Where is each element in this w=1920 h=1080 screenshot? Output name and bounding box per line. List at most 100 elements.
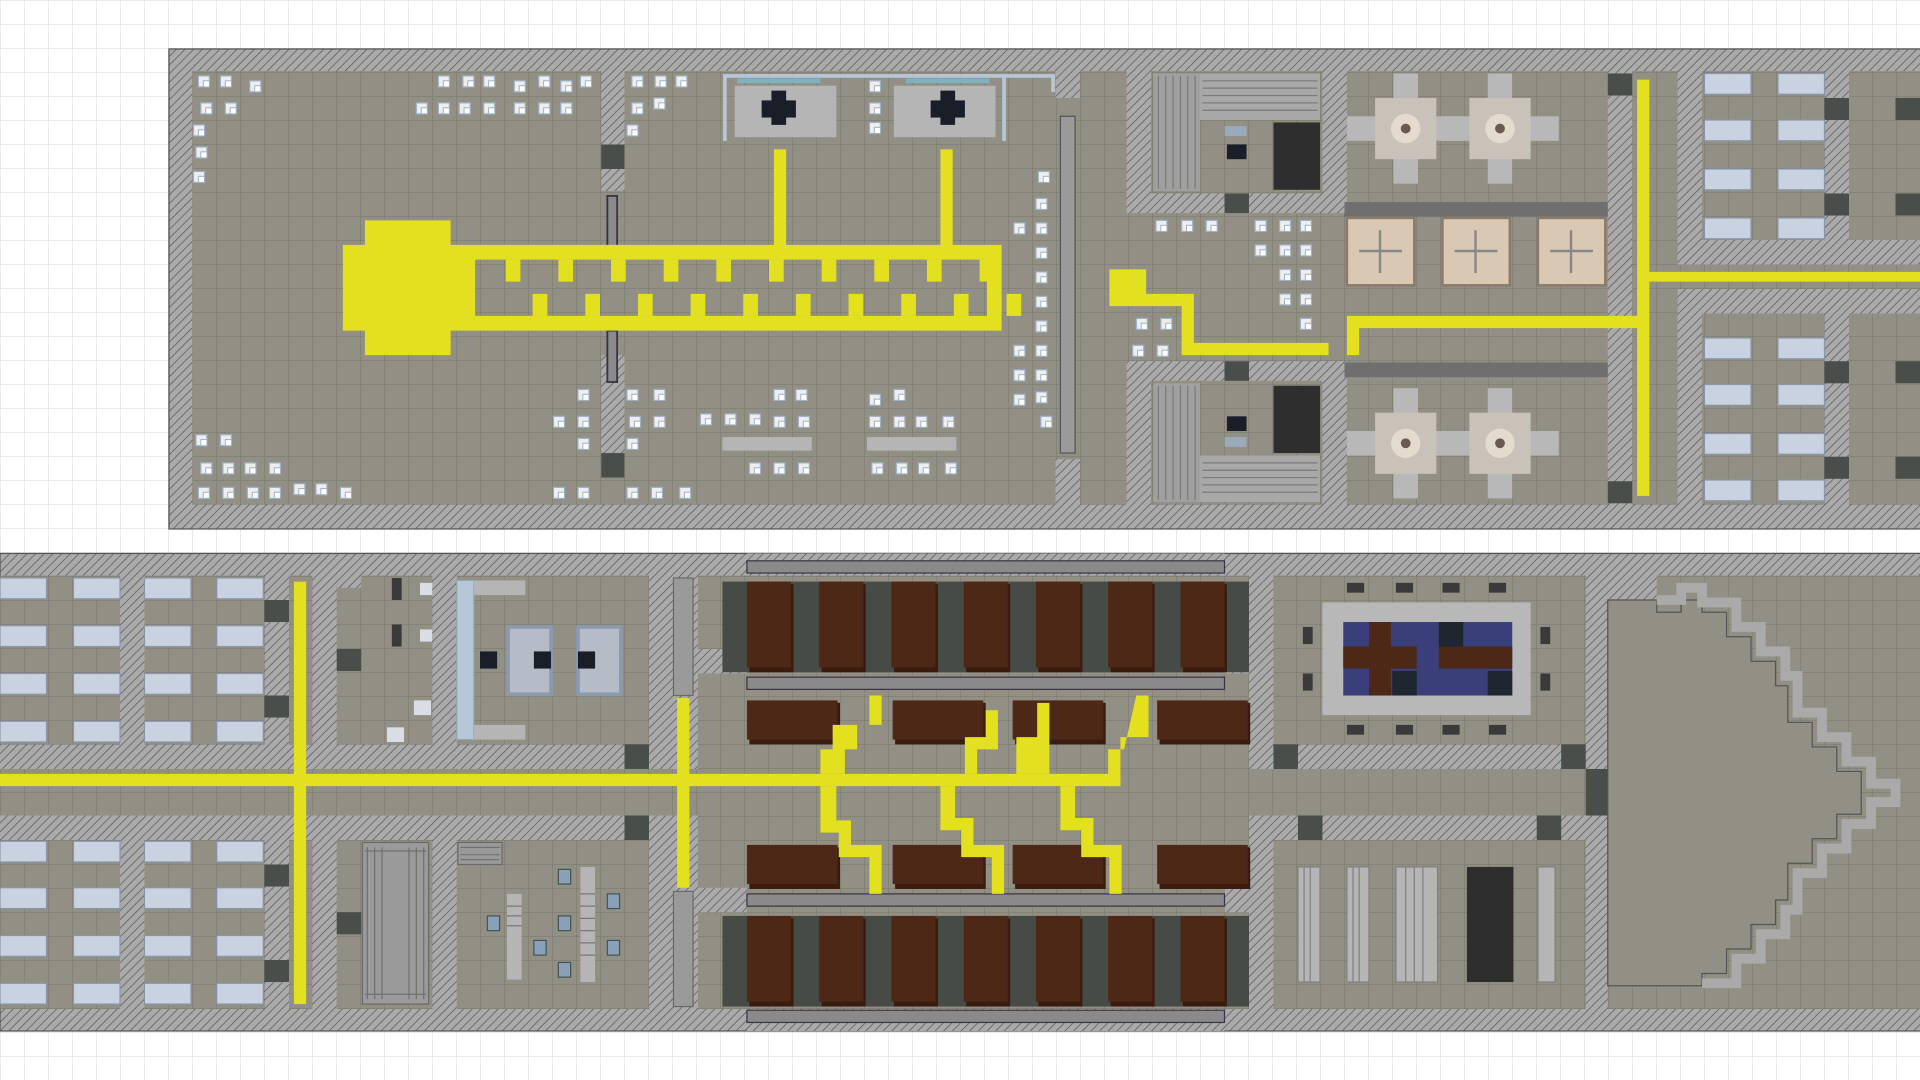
bed-icon[interactable] xyxy=(1703,432,1752,455)
crate-icon[interactable] xyxy=(579,75,593,88)
crate-icon[interactable] xyxy=(1181,219,1194,233)
door-icon[interactable] xyxy=(624,744,649,769)
bed-icon[interactable] xyxy=(216,982,264,1005)
crate-icon[interactable] xyxy=(268,486,282,499)
turret-icon[interactable] xyxy=(930,90,965,125)
crate-icon[interactable] xyxy=(1299,293,1313,306)
crate-icon[interactable] xyxy=(819,915,864,1002)
door-icon[interactable] xyxy=(1273,744,1298,769)
bed-icon[interactable] xyxy=(72,577,121,600)
crate-icon[interactable] xyxy=(246,486,259,499)
crate-icon[interactable] xyxy=(244,462,257,475)
crate-icon[interactable] xyxy=(1013,344,1026,357)
crate-icon[interactable] xyxy=(339,486,353,499)
crate-icon[interactable] xyxy=(650,486,664,499)
bed-icon[interactable] xyxy=(1777,432,1826,455)
crate-icon[interactable] xyxy=(1155,219,1168,233)
crate-icon[interactable] xyxy=(538,102,551,115)
door-icon[interactable] xyxy=(1824,361,1849,384)
bed-icon[interactable] xyxy=(216,625,264,648)
crate-icon[interactable] xyxy=(773,415,786,428)
bed-icon[interactable] xyxy=(0,840,48,863)
bed-icon[interactable] xyxy=(0,577,48,600)
crate-icon[interactable] xyxy=(1278,268,1292,282)
bed-icon[interactable] xyxy=(1777,119,1826,142)
chair-icon[interactable] xyxy=(486,915,501,932)
crate-icon[interactable] xyxy=(868,121,882,135)
crate-icon[interactable] xyxy=(654,75,667,88)
bed-icon[interactable] xyxy=(143,840,192,863)
console-icon[interactable] xyxy=(1466,866,1514,983)
bed-icon[interactable] xyxy=(216,887,264,910)
crate-icon[interactable] xyxy=(868,80,882,93)
bed-icon[interactable] xyxy=(216,934,264,957)
console-icon[interactable] xyxy=(1226,144,1247,160)
bed-icon[interactable] xyxy=(1777,217,1826,240)
crate-icon[interactable] xyxy=(1278,219,1292,233)
crate-icon[interactable] xyxy=(917,462,930,475)
crate-icon[interactable] xyxy=(626,388,639,402)
crate-icon[interactable] xyxy=(195,146,208,159)
crate-icon[interactable] xyxy=(891,581,936,668)
crate-icon[interactable] xyxy=(200,462,213,475)
bed-icon[interactable] xyxy=(1703,119,1752,142)
bed-icon[interactable] xyxy=(1703,72,1752,95)
crate-icon[interactable] xyxy=(626,437,639,450)
bed-icon[interactable] xyxy=(72,982,121,1005)
bed-icon[interactable] xyxy=(72,672,121,695)
bed-icon[interactable] xyxy=(216,840,264,863)
crate-icon[interactable] xyxy=(197,486,210,499)
bed-icon[interactable] xyxy=(143,577,192,600)
chair-icon[interactable] xyxy=(533,939,547,956)
crate-icon[interactable] xyxy=(891,915,936,1002)
crate-icon[interactable] xyxy=(1108,581,1153,668)
bed-icon[interactable] xyxy=(0,887,48,910)
crate-icon[interactable] xyxy=(653,97,666,110)
crate-icon[interactable] xyxy=(1157,844,1248,885)
crate-icon[interactable] xyxy=(1135,317,1148,330)
crate-icon[interactable] xyxy=(1156,344,1169,357)
crate-icon[interactable] xyxy=(1013,369,1026,382)
crate-icon[interactable] xyxy=(1035,222,1048,235)
door-icon[interactable] xyxy=(601,144,625,169)
chair-icon[interactable] xyxy=(557,915,572,932)
crate-icon[interactable] xyxy=(746,915,792,1002)
crate-icon[interactable] xyxy=(192,170,206,184)
bed-icon[interactable] xyxy=(1703,217,1752,240)
crate-icon[interactable] xyxy=(895,462,908,475)
crate-icon[interactable] xyxy=(942,415,955,428)
console-icon[interactable] xyxy=(1273,385,1320,454)
crate-icon[interactable] xyxy=(1299,219,1313,233)
door-icon[interactable] xyxy=(624,815,649,840)
crate-icon[interactable] xyxy=(1160,317,1173,330)
chair-icon[interactable] xyxy=(577,651,596,669)
bed-icon[interactable] xyxy=(1703,337,1752,360)
door-icon[interactable] xyxy=(1895,193,1920,216)
crate-icon[interactable] xyxy=(1035,246,1048,259)
crate-icon[interactable] xyxy=(797,415,810,428)
chair-icon[interactable] xyxy=(557,961,572,978)
chair-icon[interactable] xyxy=(606,939,621,956)
crate-icon[interactable] xyxy=(1035,391,1048,404)
crate-icon[interactable] xyxy=(746,581,792,668)
crate-icon[interactable] xyxy=(200,102,213,115)
crate-icon[interactable] xyxy=(1254,219,1267,233)
door-icon[interactable] xyxy=(264,695,289,718)
crate-icon[interactable] xyxy=(513,102,526,115)
crate-icon[interactable] xyxy=(458,102,471,115)
door-icon[interactable] xyxy=(601,453,625,478)
door-icon[interactable] xyxy=(1585,768,1608,816)
crate-icon[interactable] xyxy=(893,388,906,402)
crate-icon[interactable] xyxy=(915,415,928,428)
crate-icon[interactable] xyxy=(462,75,475,88)
door-icon[interactable] xyxy=(264,600,289,623)
crate-icon[interactable] xyxy=(1132,344,1145,357)
door-icon[interactable] xyxy=(1895,97,1920,120)
crate-icon[interactable] xyxy=(1035,369,1048,382)
console-icon[interactable] xyxy=(1273,122,1320,190)
chair-icon[interactable] xyxy=(606,893,621,910)
crate-icon[interactable] xyxy=(1035,320,1048,333)
crate-icon[interactable] xyxy=(892,700,984,740)
crate-icon[interactable] xyxy=(1254,244,1267,257)
crate-icon[interactable] xyxy=(437,102,450,115)
